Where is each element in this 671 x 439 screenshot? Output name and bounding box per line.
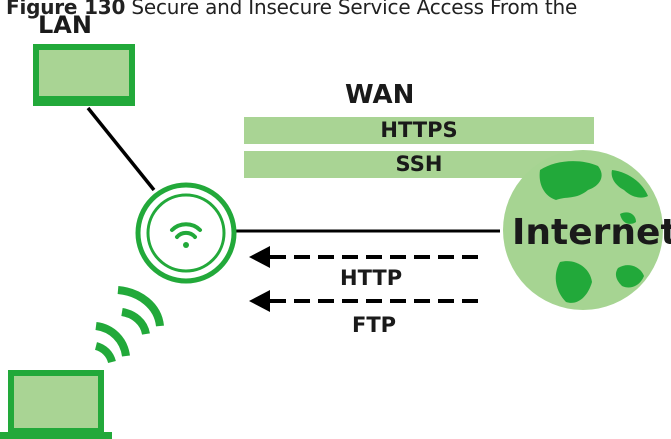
https-label: HTTPS — [380, 118, 458, 142]
ftp-arrow — [249, 290, 486, 312]
internet-globe-icon — [503, 150, 663, 310]
https-band: HTTPS — [244, 117, 594, 144]
figure-caption: Figure 130 Secure and Insecure Service A… — [6, 0, 577, 19]
figure-caption-text: Secure and Insecure Service Access From … — [131, 0, 578, 19]
wan-label: WAN — [345, 80, 415, 110]
lan-label: LAN — [38, 11, 92, 39]
access-point-icon — [135, 182, 237, 284]
ftp-label: FTP — [352, 313, 397, 337]
ssh-label: SSH — [395, 152, 443, 176]
http-label: HTTP — [340, 266, 403, 290]
internet-label: Internet — [512, 212, 671, 253]
wireless-signal-icon — [94, 286, 164, 364]
wifi-icon — [170, 222, 202, 248]
http-arrow — [249, 246, 486, 268]
figure-caption-prefix: Figure 130 — [6, 0, 126, 19]
wireless-laptop-icon — [0, 370, 112, 439]
lan-computer-icon — [33, 44, 135, 106]
lan-link-line — [86, 106, 156, 192]
